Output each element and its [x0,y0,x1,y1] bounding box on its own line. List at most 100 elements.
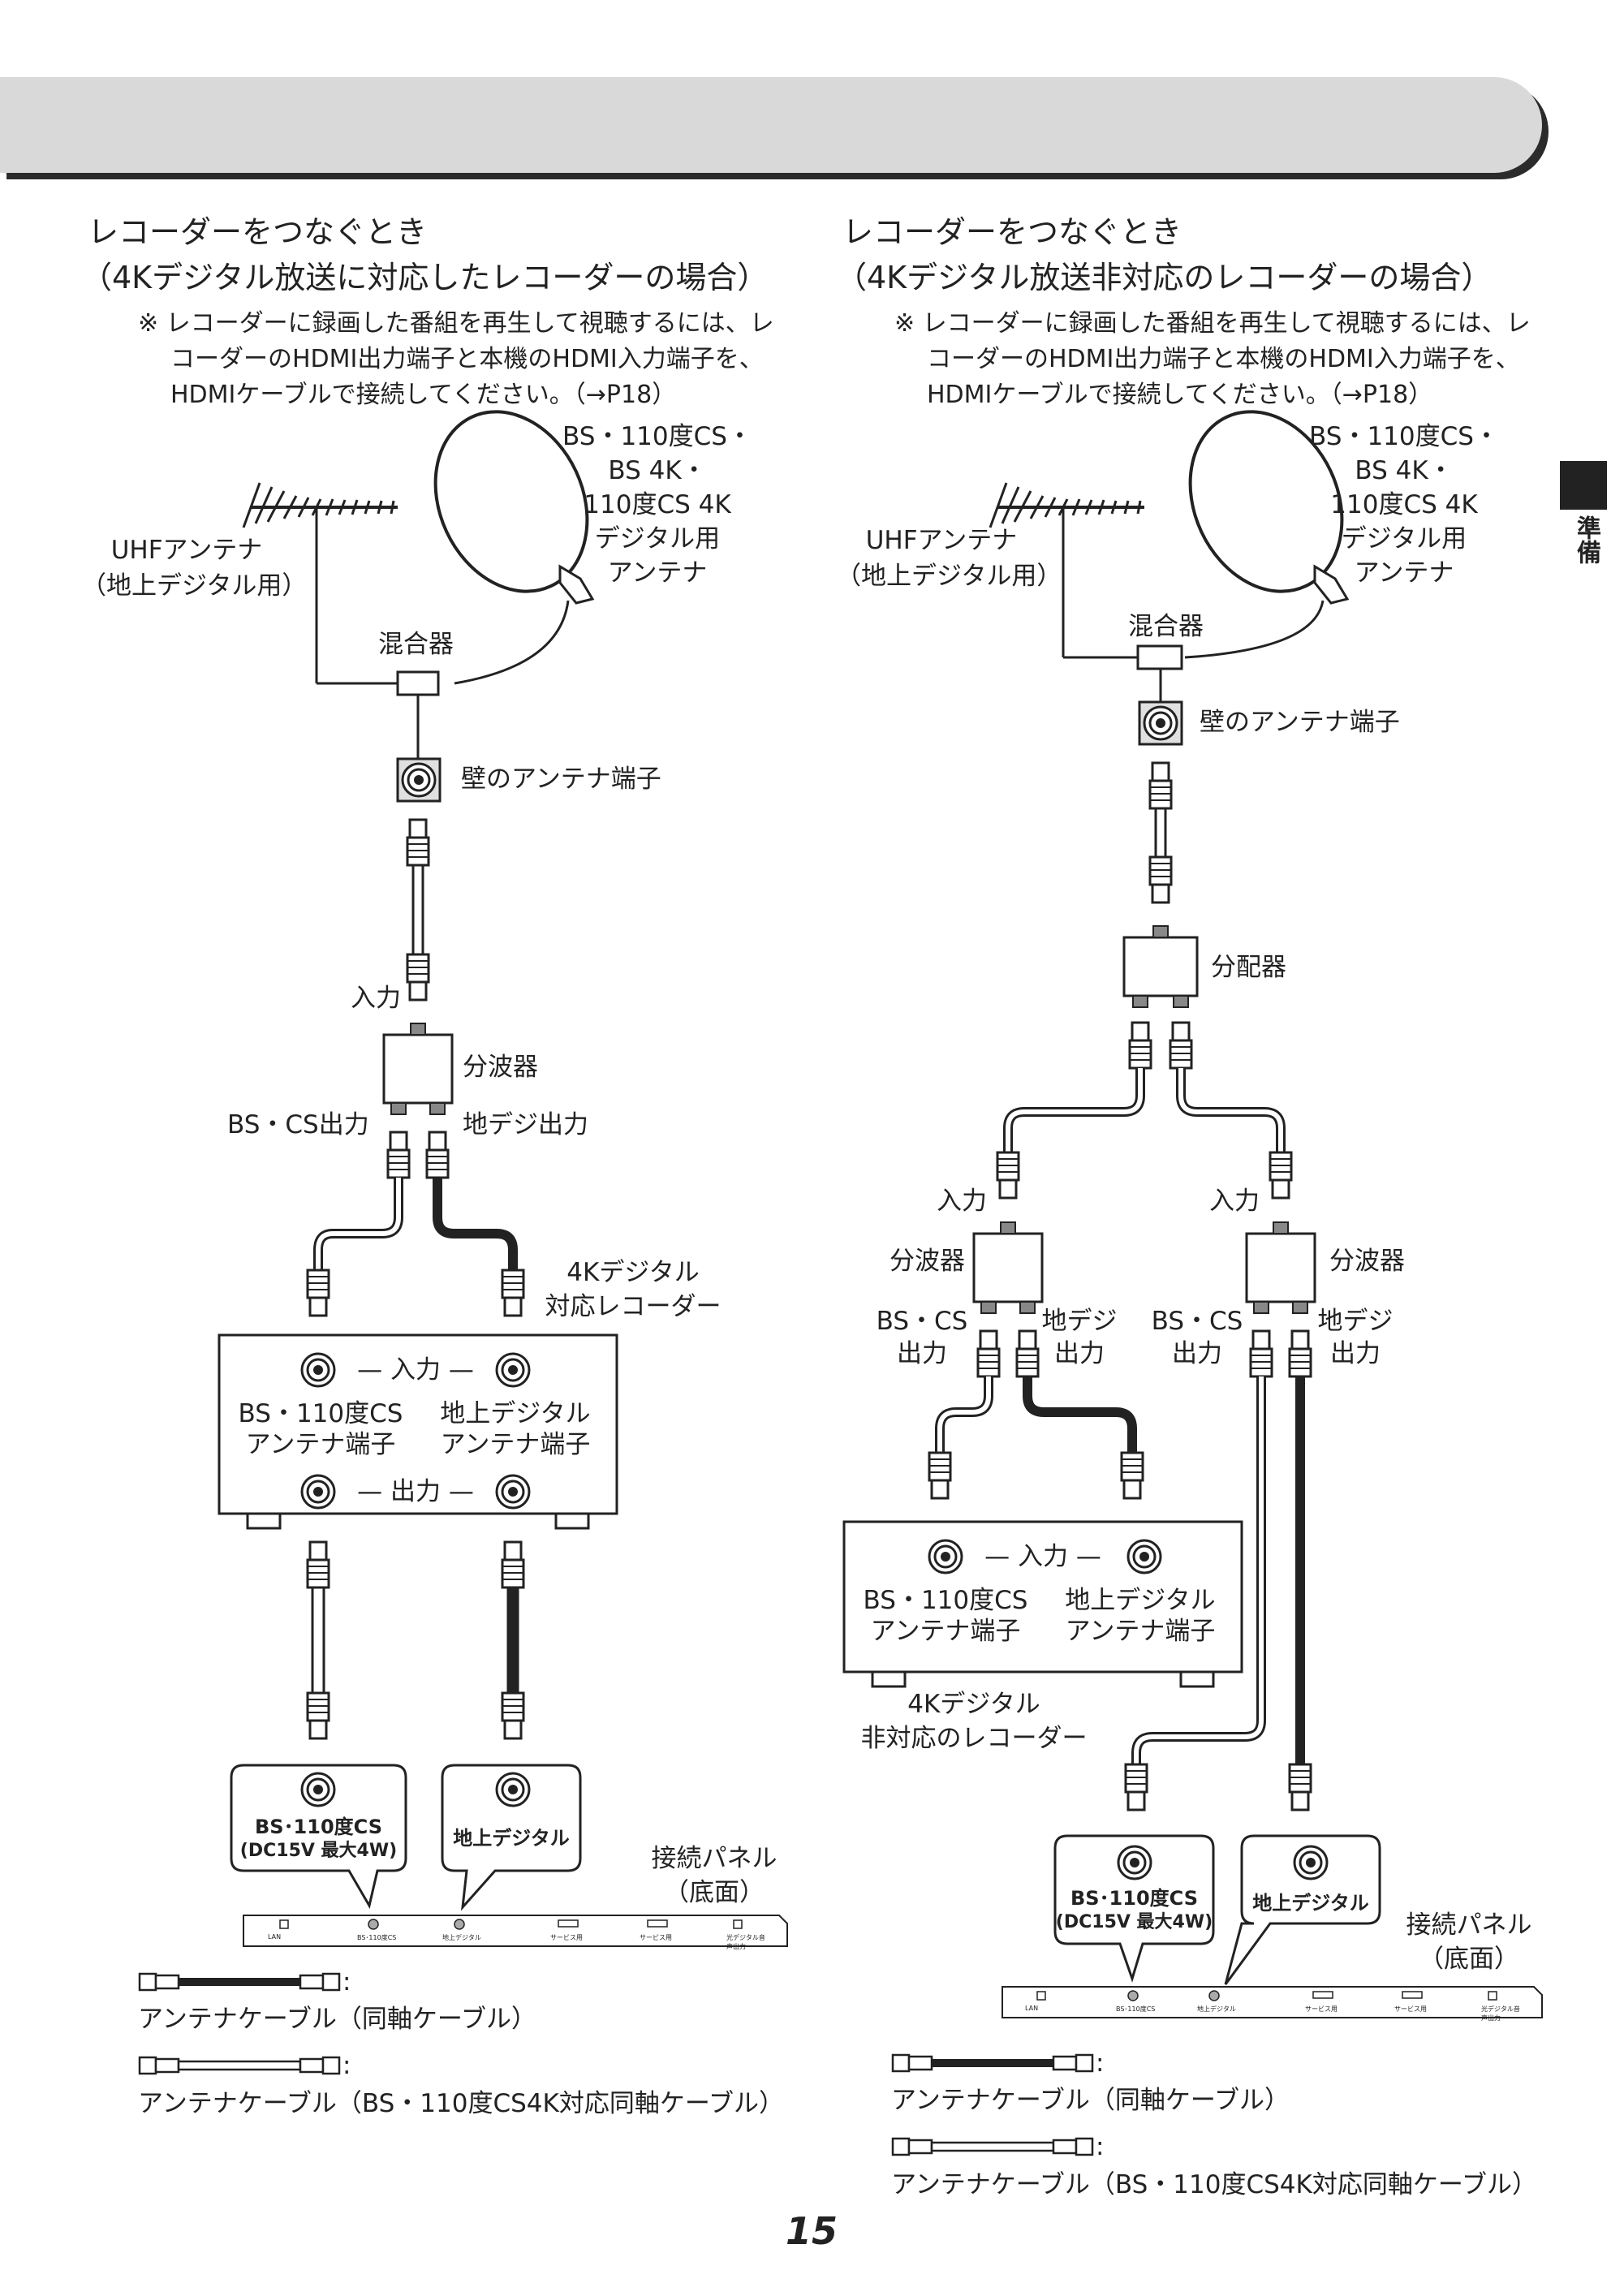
right-tv-out-2-label-1: 地デジ [1317,1307,1394,1336]
left-input-label: 入力 [351,984,401,1013]
left-port-bs: BS･110度CS [357,1934,397,1941]
left-mixer-label: 混合器 [378,630,454,659]
right-port-service-1: サービス用 [1305,2005,1338,2013]
left-legend-coax-icon [138,1972,341,1992]
right-dish-label-1: BS・110度CS・ [1309,422,1499,451]
header-bar [0,77,1542,173]
left-port-service-2: サービス用 [640,1934,672,1941]
right-rec-bs-label-1: BS・110度CS [863,1586,1028,1615]
right-legend-coax-label: アンテナケーブル（同軸ケーブル） [891,2086,1290,2115]
left-note-line3: HDMIケーブルで接続してください。（→P18） [170,381,677,409]
side-tab-label: 準備 [1572,515,1600,564]
left-legend-coax4k-label: アンテナケーブル（BS・110度CS4K対応同軸ケーブル） [138,2089,784,2118]
right-tv-out-2-label-2: 出力 [1330,1339,1381,1368]
side-tab-marker [1560,461,1607,510]
right-bs-out-1-label-2: 出力 [897,1339,947,1368]
right-rec-tv-label-2: アンテナ端子 [1065,1617,1216,1646]
left-legend-colon-1: : [342,1967,351,1997]
right-legend-colon-2: : [1096,2132,1105,2161]
right-callout-bs-label-2: (DC15V 最大4W) [1055,1912,1213,1932]
right-uhf-label-2: （地上デジタル用） [836,562,1062,591]
left-rec-bs-label-1: BS・110度CS [238,1399,403,1428]
left-uhf-antenna-icon [242,481,399,683]
right-splitter-1-label: 分波器 [890,1247,965,1276]
left-note-line2: コーダーのHDMI出力端子と本機のHDMI入力端子を、 [170,345,764,373]
right-title-line1: レコーダーをつなぐとき [842,214,1182,250]
left-rec-bs-label-2: アンテナ端子 [245,1430,396,1459]
left-note-line1: ※ レコーダーに録画した番組を再生して視聴するには、レ [138,309,774,338]
right-connection-panel [1002,1986,1543,2018]
right-splitter-2-icon [1245,1221,1316,1315]
left-dish-label-1: BS・110度CS・ [562,422,752,451]
left-callout-bs [230,1764,407,1910]
right-wall-label: 壁のアンテナ端子 [1200,708,1400,737]
right-rec-bs-label-2: アンテナ端子 [870,1617,1021,1646]
page-number: 15 [786,2209,838,2253]
right-input-label-1: 入力 [937,1187,987,1216]
left-dish-label-2: BS 4K・ [608,456,707,485]
right-legend-coax-icon [891,2053,1094,2073]
right-bs-out-2-label-1: BS・CS [1151,1307,1243,1336]
right-legend-colon-1: : [1096,2048,1105,2078]
right-mixer-box [1136,644,1183,670]
left-panel-label-2: （底面） [664,1878,765,1907]
right-callout-tv [1224,1834,1381,1985]
left-dish-label-3: 110度CS 4K [584,490,731,519]
right-distributor-icon [1122,936,1199,997]
right-tv-out-1-label-2: 出力 [1054,1339,1105,1368]
right-port-tv: 地上デジタル [1197,2005,1236,2013]
right-dish-label-4: デジタル用 [1341,524,1467,554]
right-port-lan: LAN [1025,2005,1039,2012]
left-legend-coax-label: アンテナケーブル（同軸ケーブル） [138,2005,537,2034]
right-rec-in-label: — 入力 — [984,1542,1101,1571]
right-port-service-2: サービス用 [1394,2005,1427,2013]
left-port-optical: 光デジタル音声出力 [726,1934,765,1950]
right-bs-out-1-label-1: BS・CS [876,1307,968,1336]
left-callout-tv-label: 地上デジタル [453,1827,570,1850]
right-title-line2: （4Kデジタル放送非対応のレコーダーの場合） [836,260,1493,295]
left-legend-coax4k-icon [138,2056,341,2075]
left-bs-out-label: BS・CS出力 [227,1110,369,1139]
right-uhf-label-1: UHFアンテナ [865,526,1018,555]
left-rec-tv-label-1: 地上デジタル [440,1399,591,1428]
right-legend-coax4k-label: アンテナケーブル（BS・110度CS4K対応同軸ケーブル） [891,2170,1537,2199]
right-legend-coax4k-icon [891,2137,1094,2156]
left-connection-panel [243,1915,788,1947]
right-callout-tv-label: 地上デジタル [1252,1892,1369,1915]
left-recorder-icon [218,1333,618,1515]
right-bs-out-2-label-2: 出力 [1172,1339,1222,1368]
left-mixer-box [396,670,440,696]
left-splitter-label: 分波器 [463,1053,538,1082]
left-uhf-label-2: （地上デジタル用） [81,571,308,601]
right-callout-bs [1053,1834,1215,1983]
right-tv-out-1-label-1: 地デジ [1041,1307,1118,1336]
left-splitter-icon [382,1022,454,1116]
left-dish-label-4: デジタル用 [594,524,721,554]
left-rec-out-label: — 出力 — [357,1477,474,1506]
right-splitter-1-icon [972,1221,1044,1315]
right-splitter-2-label: 分波器 [1329,1247,1405,1276]
right-port-optical: 光デジタル音声出力 [1481,2005,1520,2022]
right-dish-label-3: 110度CS 4K [1330,490,1478,519]
left-dish-label-5: アンテナ [607,558,708,588]
right-note-line1: ※ レコーダーに録画した番組を再生して視聴するには、レ [894,309,1531,338]
left-uhf-label-1: UHFアンテナ [110,536,263,565]
left-callout-bs-label-1: BS･110度CS [254,1816,383,1838]
right-distributor-label: 分配器 [1211,953,1286,982]
right-note-line3: HDMIケーブルで接続してください。（→P18） [927,381,1433,409]
left-port-lan: LAN [268,1933,282,1941]
right-port-bs: BS･110度CS [1116,2005,1156,2013]
right-rec-tv-label-1: 地上デジタル [1065,1586,1216,1615]
right-callout-bs-label-1: BS･110度CS [1070,1887,1199,1910]
right-panel-label-1: 接続パネル [1406,1910,1532,1940]
left-callout-bs-label-2: (DC15V 最大4W) [239,1841,398,1861]
right-uhf-antenna-icon [989,481,1146,657]
left-port-tv: 地上デジタル [442,1934,481,1941]
left-tv-out-label: 地デジ出力 [463,1110,588,1139]
left-title-line1: レコーダーをつなぐとき [88,214,428,250]
right-panel-label-2: （底面） [1419,1945,1519,1974]
left-panel-label-1: 接続パネル [651,1844,778,1873]
left-wall-label: 壁のアンテナ端子 [461,765,661,794]
right-input-label-2: 入力 [1209,1187,1260,1216]
